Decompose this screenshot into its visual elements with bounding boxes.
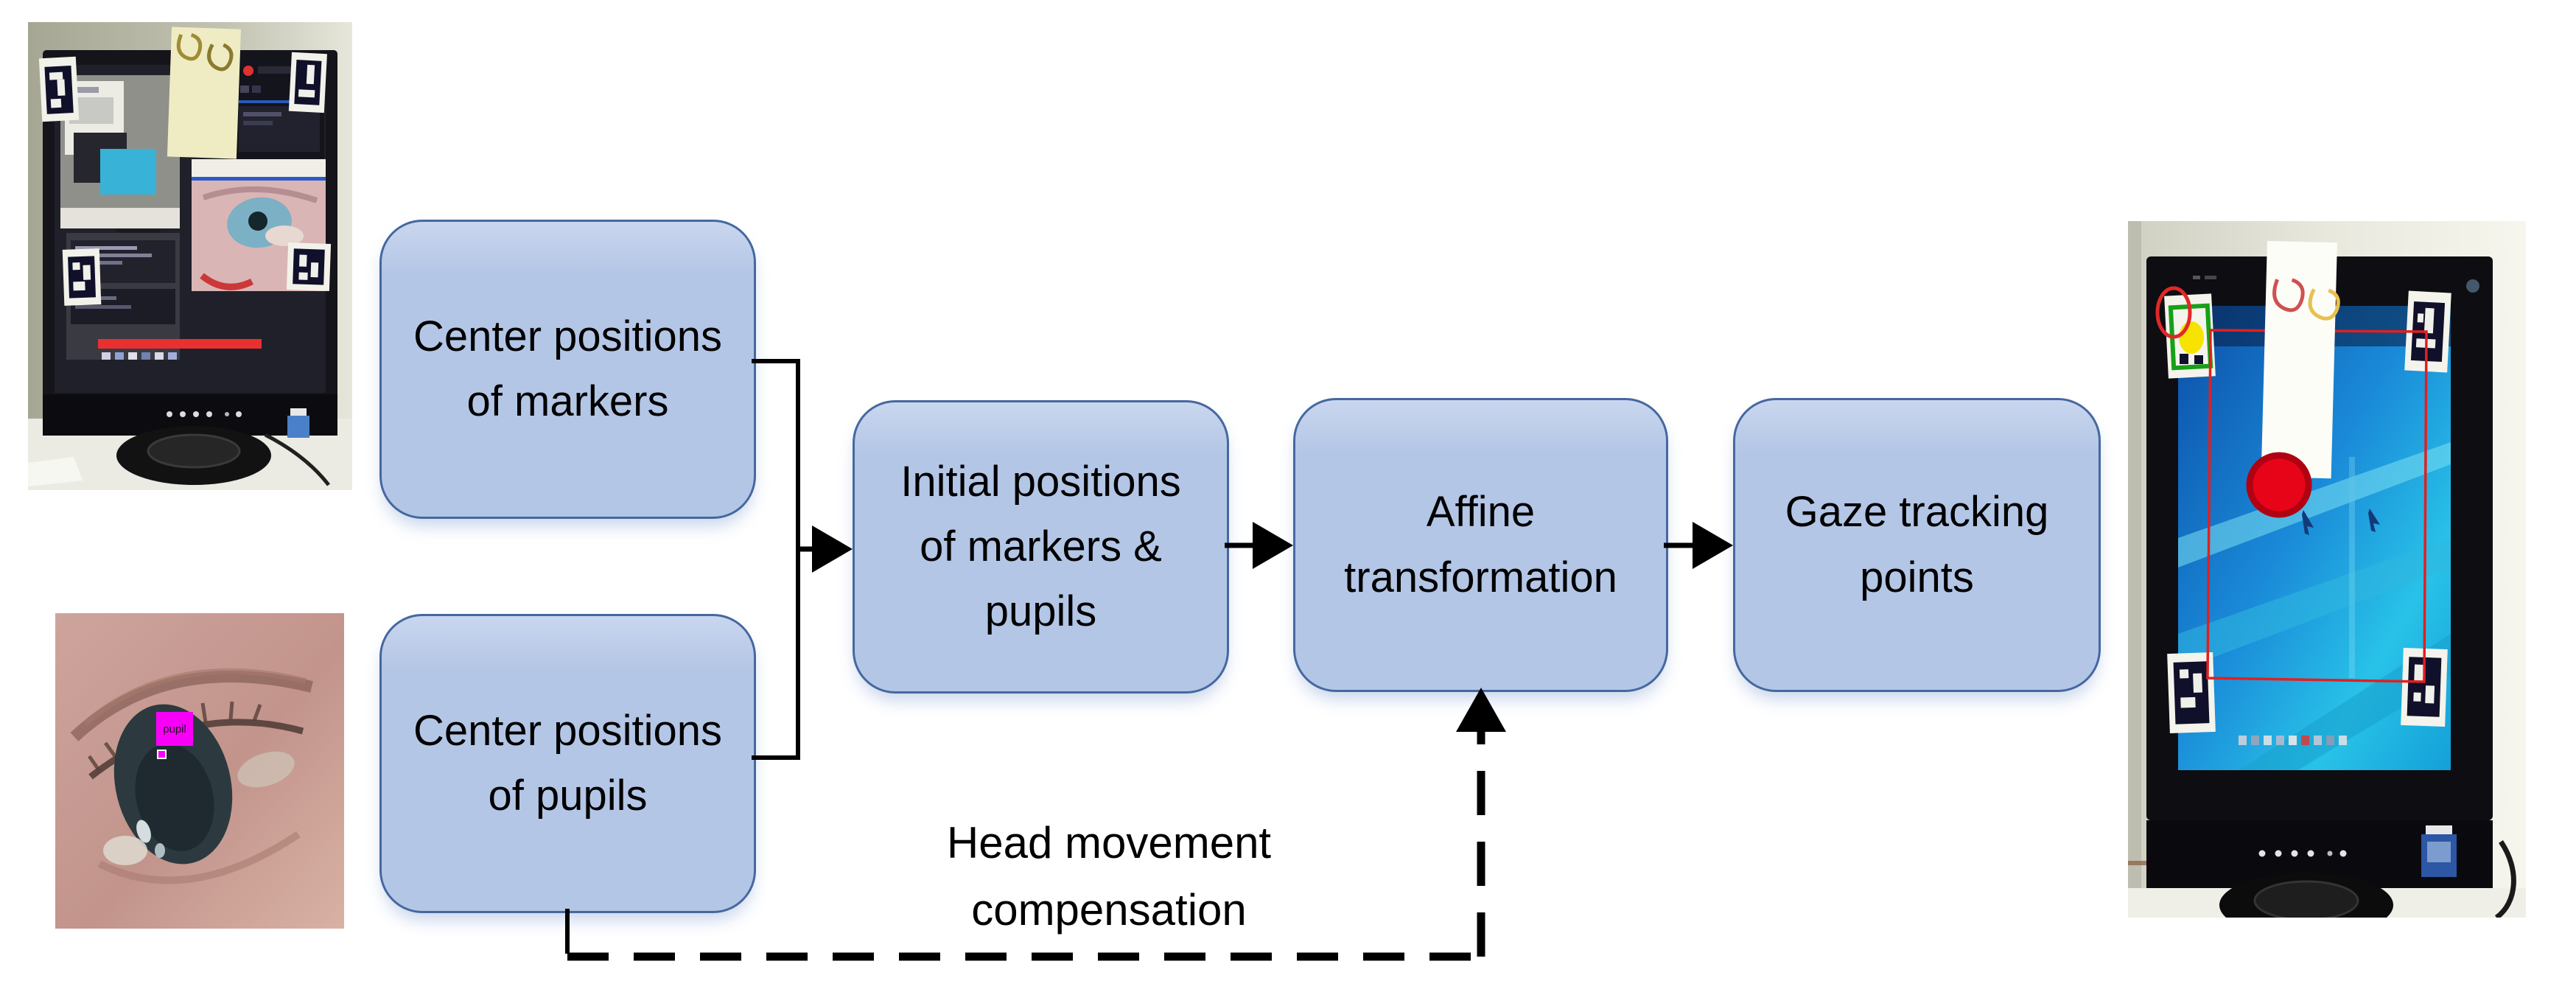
paperclip-icon bbox=[2308, 288, 2340, 321]
gaze-point-dot bbox=[2246, 452, 2312, 518]
pupil-label: pupil bbox=[163, 723, 186, 736]
eye-pupil-photo: pupil bbox=[55, 613, 344, 929]
ar-marker-top-right-icon bbox=[2404, 290, 2451, 373]
reflection bbox=[136, 820, 151, 843]
ar-marker-top-right-icon bbox=[288, 52, 327, 113]
tracking-rectangle bbox=[2206, 329, 2428, 683]
head-movement-compensation-label: Head movement compensation bbox=[946, 818, 1272, 935]
arrowhead-icon bbox=[1693, 522, 1733, 569]
arrowhead-icon bbox=[1253, 522, 1293, 569]
lower-lid bbox=[97, 831, 301, 884]
pupil-detection-tag: pupil bbox=[156, 712, 193, 759]
sclera bbox=[103, 836, 147, 865]
vga-plug-icon bbox=[290, 408, 307, 416]
merge-connector bbox=[752, 359, 800, 760]
flow-box-center-markers: Center positions of markers bbox=[379, 220, 756, 519]
eye bbox=[97, 704, 301, 884]
ar-marker-bottom-left-icon bbox=[62, 248, 102, 306]
paper-sheet bbox=[28, 457, 83, 486]
paperclip-icon bbox=[176, 32, 203, 61]
scene-subimage bbox=[60, 75, 180, 240]
gaze-monitor-art bbox=[2128, 221, 2526, 918]
red-circle-annotation bbox=[2155, 286, 2192, 339]
sticky-note bbox=[2261, 240, 2340, 479]
ar-marker-bottom-right-icon bbox=[2401, 647, 2448, 727]
monitor bbox=[2146, 240, 2493, 918]
red-streak bbox=[200, 273, 254, 290]
eyebrow bbox=[70, 668, 313, 741]
vga-plug-icon bbox=[2426, 825, 2452, 834]
screen-taskbar bbox=[98, 339, 262, 360]
flow-box-gaze-tracking-points: Gaze tracking points bbox=[1733, 398, 2101, 692]
dongle-icon bbox=[2466, 279, 2479, 293]
cable bbox=[2494, 840, 2516, 918]
monitor bbox=[38, 27, 337, 486]
cable bbox=[264, 433, 330, 486]
ar-marker-top-left-icon bbox=[2155, 286, 2216, 379]
record-dot bbox=[243, 66, 253, 76]
ar-marker-top-left-icon bbox=[38, 56, 80, 122]
screen-content bbox=[38, 27, 332, 360]
sclera bbox=[237, 751, 295, 788]
screen-taskbar bbox=[2239, 736, 2347, 745]
eye-photo-art: pupil bbox=[55, 613, 344, 929]
reflection bbox=[155, 843, 165, 858]
ar-marker-bottom-left-icon bbox=[2167, 652, 2216, 734]
ar-marker-bottom-right-icon bbox=[286, 242, 332, 291]
flow-box-affine-transformation: Affine transformation bbox=[1293, 398, 1668, 692]
paperclip-icon bbox=[2272, 278, 2305, 312]
monitor-stand bbox=[116, 426, 330, 486]
arrowhead-up-icon bbox=[1456, 688, 1506, 732]
cursor-icon bbox=[2302, 510, 2314, 535]
gaze-target-monitor-photo bbox=[2128, 221, 2526, 918]
marker-match-blob bbox=[2179, 321, 2204, 354]
sticky-note bbox=[167, 27, 242, 159]
cursor-icon bbox=[2368, 509, 2380, 532]
arrowhead-icon bbox=[812, 525, 853, 573]
flow-box-center-pupils: Center positions of pupils bbox=[379, 614, 756, 913]
flow-box-initial-positions: Initial positions of markers & pupils bbox=[853, 400, 1229, 694]
monitor-stand bbox=[2219, 873, 2393, 918]
calibration-monitor-art bbox=[28, 22, 352, 490]
calibration-monitor-photo bbox=[28, 22, 352, 490]
paperclip-icon bbox=[207, 43, 234, 71]
